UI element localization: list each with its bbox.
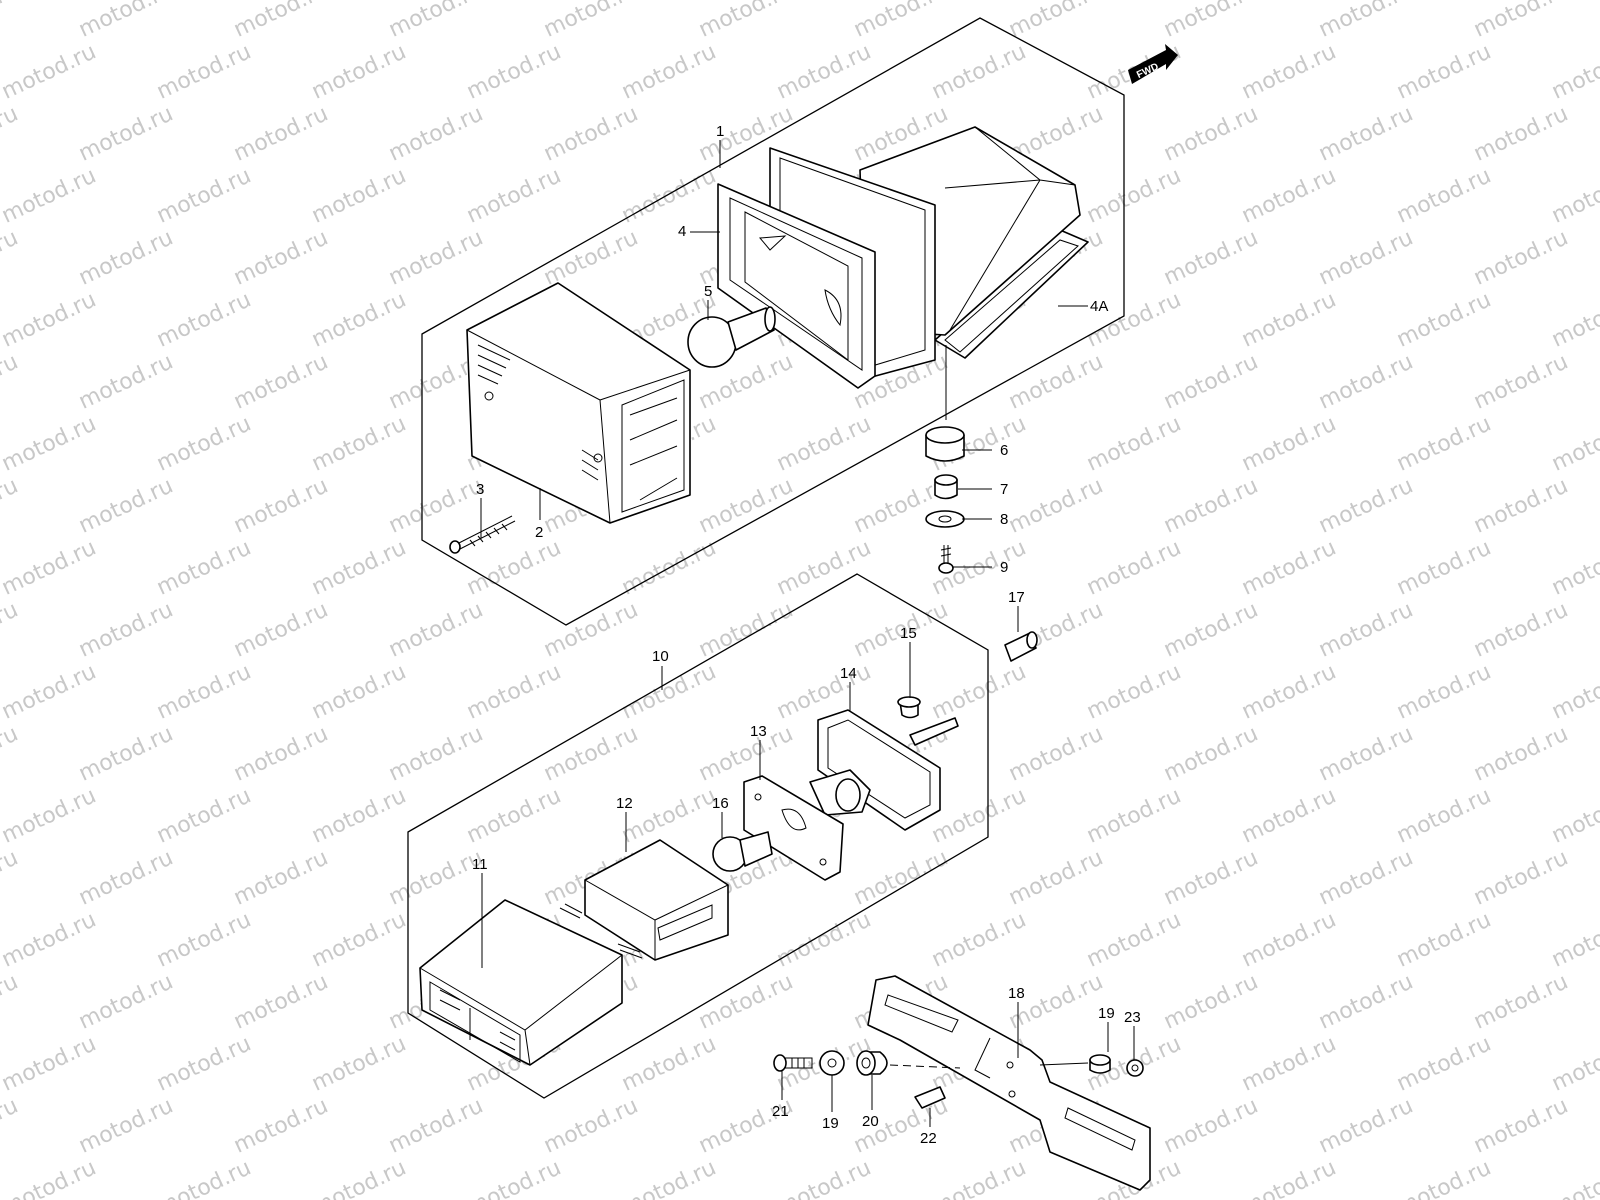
part-18-bracket: [867, 975, 1151, 1191]
part-12-lens: [584, 839, 729, 961]
callout-19-right: 19: [1098, 1005, 1115, 1022]
callout-4: 4: [678, 223, 686, 240]
assembly-outline-1: [421, 17, 1125, 626]
axis-dash-bracket: [889, 1064, 961, 1069]
callout-2: 2: [535, 524, 543, 541]
part-23-nut: [1126, 1059, 1144, 1077]
callout-4a: 4A: [1090, 298, 1108, 315]
callout-5: 5: [704, 283, 712, 300]
reflector-frame: [717, 183, 876, 389]
callout-22: 22: [920, 1130, 937, 1147]
part-3-screw: [449, 515, 516, 554]
assembly-outline-10: [407, 573, 989, 1099]
callout-17: 17: [1008, 589, 1025, 606]
part-6-grommet: [925, 426, 965, 462]
part-11-housing: [419, 899, 643, 1066]
callout-21: 21: [772, 1103, 789, 1120]
part-8-washer: [925, 510, 965, 528]
part-19-nut-right: [1089, 1054, 1111, 1074]
bulb-socket: [809, 769, 871, 816]
callout-15: 15: [900, 625, 917, 642]
callout-8: 8: [1000, 511, 1008, 528]
axis-line-nut: [1039, 1062, 1089, 1066]
callout-leaders: [480, 140, 1135, 1127]
callout-9: 9: [1000, 559, 1008, 576]
part-2-lens: [466, 282, 691, 524]
part-7-collar: [934, 474, 958, 500]
callout-18: 18: [1008, 985, 1025, 1002]
callout-13: 13: [750, 723, 767, 740]
part-17-spacer: [1004, 631, 1038, 662]
callout-16: 16: [712, 795, 729, 812]
callout-7: 7: [1000, 481, 1008, 498]
callout-6: 6: [1000, 442, 1008, 459]
part-9-screw: [938, 545, 954, 574]
part-5-bulb: [687, 306, 776, 368]
callout-19-left: 19: [822, 1115, 839, 1132]
part-13-plate: [743, 775, 844, 881]
callout-3: 3: [476, 481, 484, 498]
callout-20: 20: [862, 1113, 879, 1130]
callout-14: 14: [840, 665, 857, 682]
part-16-bulb: [712, 831, 773, 872]
callout-23: 23: [1124, 1009, 1141, 1026]
callout-11: 11: [472, 856, 488, 873]
part-14-socket-base: [817, 709, 959, 831]
callout-10: 10: [652, 648, 669, 665]
part-20-grommet: [856, 1050, 888, 1076]
part-21-bolt: [773, 1054, 813, 1072]
part-19-washer-left: [819, 1050, 845, 1076]
part-15-grommet: [897, 696, 921, 719]
fwd-arrow-badge: FWD: [1128, 44, 1178, 84]
callout-12: 12: [616, 795, 633, 812]
part-22-clip: [914, 1086, 946, 1109]
callout-1: 1: [716, 123, 724, 140]
